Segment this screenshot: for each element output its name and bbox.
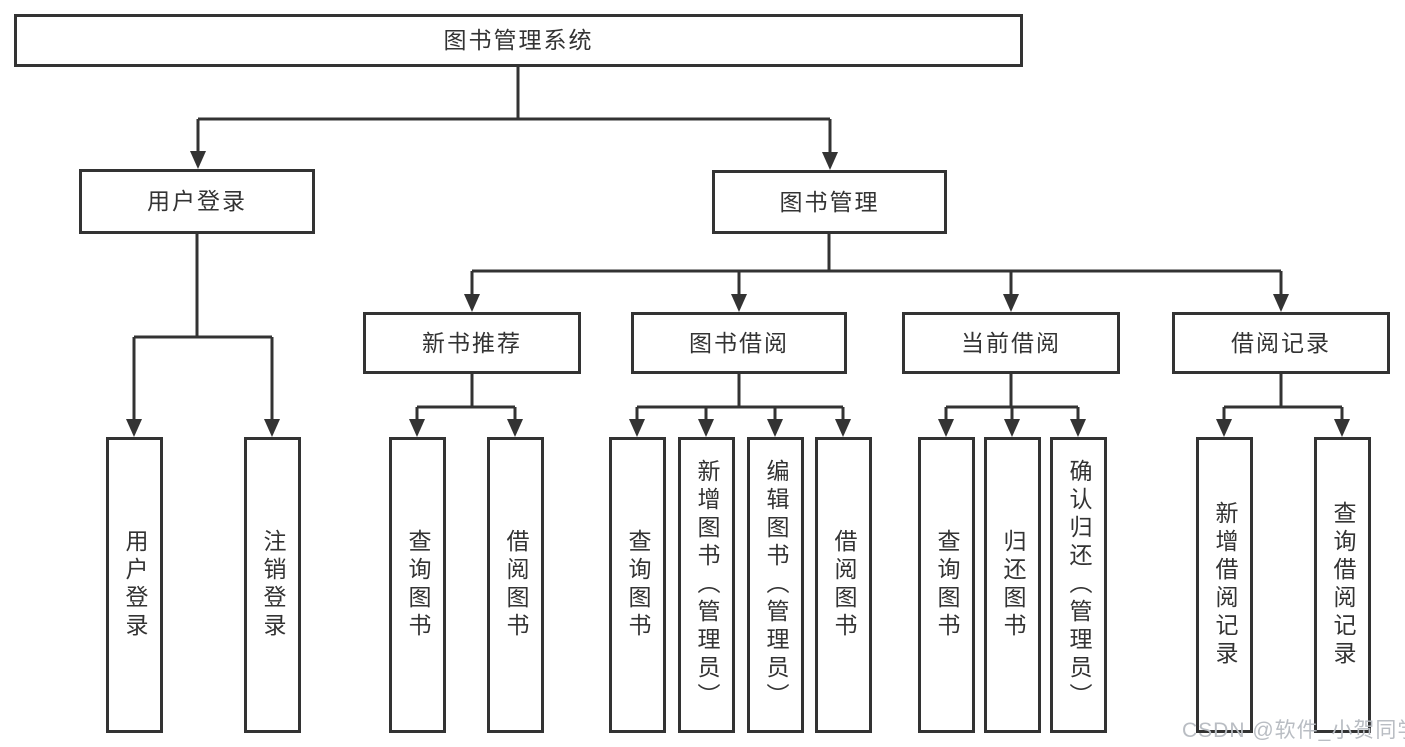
leaf-edit-books-admin: 编辑图书（管理员） <box>747 437 804 733</box>
node-book-borrow: 图书借阅 <box>631 312 847 374</box>
leaf-return-books: 归还图书 <box>984 437 1041 733</box>
leaf-logout: 注销登录 <box>244 437 301 733</box>
leaf-add-books-admin: 新增图书（管理员） <box>678 437 735 733</box>
leaf-query-borrow-record: 查询借阅记录 <box>1314 437 1371 733</box>
leaf-confirm-return-admin: 确认归还（管理员） <box>1050 437 1107 733</box>
leaf-query-books-recommend: 查询图书 <box>389 437 446 733</box>
leaf-borrow-books: 借阅图书 <box>815 437 872 733</box>
leaf-query-books-borrow: 查询图书 <box>609 437 666 733</box>
node-current-borrow: 当前借阅 <box>902 312 1120 374</box>
leaf-borrow-books-recommend: 借阅图书 <box>487 437 544 733</box>
node-new-book-recommend: 新书推荐 <box>363 312 581 374</box>
node-borrow-records: 借阅记录 <box>1172 312 1390 374</box>
node-user-login: 用户登录 <box>79 169 315 234</box>
leaf-user-login: 用户登录 <box>106 437 163 733</box>
leaf-add-borrow-record: 新增借阅记录 <box>1196 437 1253 733</box>
node-root-system: 图书管理系统 <box>14 14 1023 67</box>
csdn-watermark: CSDN @软件_小贺同学 <box>1182 719 1405 742</box>
leaf-query-books-current: 查询图书 <box>918 437 975 733</box>
node-book-management: 图书管理 <box>712 170 947 234</box>
